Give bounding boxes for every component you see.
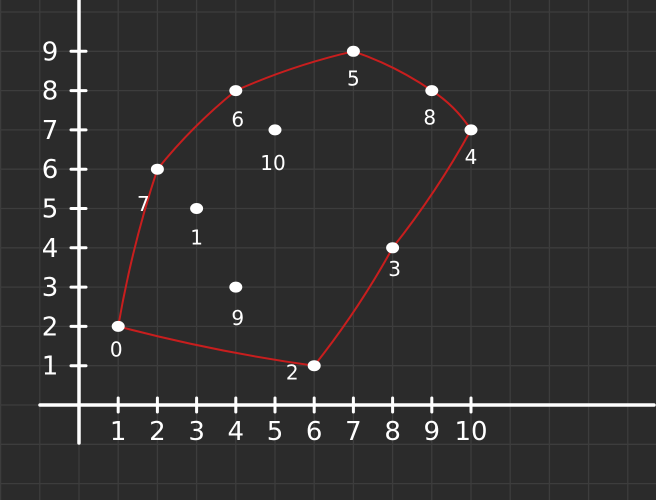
point-label: 5 bbox=[347, 66, 360, 90]
y-tick-label: 3 bbox=[42, 273, 59, 303]
x-tick-label: 8 bbox=[384, 417, 401, 447]
y-tick-label: 9 bbox=[42, 37, 59, 67]
point-label: 0 bbox=[110, 337, 123, 361]
y-tick-label: 8 bbox=[42, 77, 59, 107]
x-tick-label: 6 bbox=[306, 417, 323, 447]
data-point bbox=[190, 203, 204, 214]
x-tick-label: 2 bbox=[149, 417, 166, 447]
y-tick-label: 1 bbox=[42, 352, 59, 382]
x-tick-label: 7 bbox=[345, 417, 362, 447]
point-label: 1 bbox=[190, 226, 203, 250]
x-tick-label: 1 bbox=[110, 417, 127, 447]
y-tick-label: 7 bbox=[42, 116, 59, 146]
x-tick-label: 5 bbox=[267, 417, 284, 447]
y-tick-label: 5 bbox=[42, 195, 59, 225]
point-label: 7 bbox=[137, 192, 150, 216]
data-point bbox=[307, 360, 321, 372]
data-point bbox=[268, 124, 282, 136]
point-label: 8 bbox=[423, 106, 436, 130]
point-label: 4 bbox=[465, 145, 478, 169]
point-label: 9 bbox=[231, 306, 244, 330]
y-tick-label: 4 bbox=[42, 234, 59, 264]
data-point bbox=[425, 85, 439, 97]
y-tick-label: 6 bbox=[42, 155, 59, 185]
axes bbox=[38, 0, 656, 445]
data-points: 0 1 2 3 4 5 6 7 8 9 10 bbox=[110, 45, 478, 385]
data-point bbox=[111, 320, 125, 332]
point-label: 2 bbox=[286, 361, 299, 385]
data-point bbox=[386, 242, 400, 254]
data-point bbox=[229, 281, 243, 293]
x-tick-label: 9 bbox=[424, 417, 441, 447]
x-tick-label: 4 bbox=[228, 417, 245, 447]
data-point bbox=[150, 163, 164, 175]
x-tick-label: 3 bbox=[188, 417, 205, 447]
point-label: 6 bbox=[231, 108, 244, 132]
data-point bbox=[229, 85, 243, 97]
data-point bbox=[464, 124, 478, 136]
point-label: 10 bbox=[260, 151, 285, 175]
data-point bbox=[346, 45, 360, 57]
point-label: 3 bbox=[388, 257, 401, 281]
x-tick-label: 10 bbox=[454, 417, 487, 447]
y-tick-label: 2 bbox=[42, 312, 59, 342]
